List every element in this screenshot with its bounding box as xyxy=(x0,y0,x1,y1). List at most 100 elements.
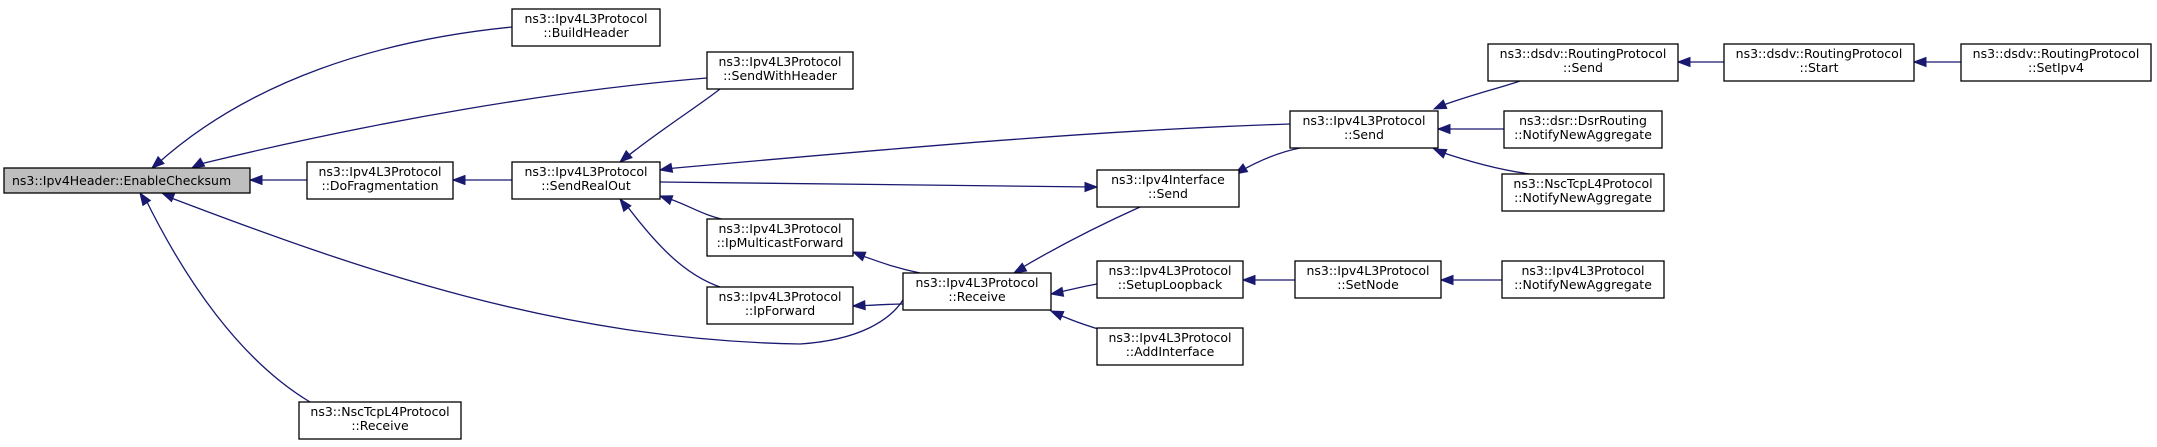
edge-receive-to-ipv4interface-send xyxy=(1012,206,1141,274)
node-label-line-1: ns3::Ipv4L3Protocol xyxy=(318,164,441,179)
node-label-line-1: ns3::NscTcpL4Protocol xyxy=(1513,176,1652,191)
arrowhead xyxy=(851,300,866,311)
node-dsr-notify[interactable]: ns3::dsr::DsrRouting::NotifyNewAggregate xyxy=(1503,110,1663,149)
node-box[interactable] xyxy=(1960,43,2152,82)
node-box[interactable] xyxy=(298,401,462,440)
node-label-line-2: ::NotifyNewAggregate xyxy=(1514,127,1652,142)
node-ipv4interface-send[interactable]: ns3::Ipv4Interface::Send xyxy=(1096,169,1240,208)
node-build-header[interactable]: ns3::Ipv4L3Protocol::BuildHeader xyxy=(511,8,661,47)
arrowhead xyxy=(1049,310,1065,321)
edge-ip-forward-to-send-real-out xyxy=(619,197,731,291)
node-send-real-out[interactable]: ns3::Ipv4L3Protocol::SendRealOut xyxy=(511,161,661,200)
arrowhead xyxy=(618,149,633,163)
edge-line xyxy=(663,196,731,222)
edge-do-fragmentation-to-enable-checksum xyxy=(248,174,307,186)
node-set-node[interactable]: ns3::Ipv4L3Protocol::SetNode xyxy=(1294,260,1442,299)
node-box[interactable] xyxy=(706,218,854,257)
arrowhead xyxy=(1432,99,1448,110)
node-receive[interactable]: ns3::Ipv4L3Protocol::Receive xyxy=(902,272,1052,311)
edge-send-with-header-to-send-real-out xyxy=(618,88,721,163)
node-dsdv-setipv4[interactable]: ns3::dsdv::RoutingProtocol::SetIpv4 xyxy=(1960,43,2152,82)
node-label-line-1: ns3::dsdv::RoutingProtocol xyxy=(1973,46,2140,61)
node-box[interactable] xyxy=(1503,110,1663,149)
node-label-line-2: ::Send xyxy=(1148,186,1188,201)
node-label-line-1: ns3::dsdv::RoutingProtocol xyxy=(1500,46,1667,61)
node-enable-checksum[interactable]: ns3::Ipv4Header::EnableChecksum xyxy=(3,167,251,194)
edge-dsdv-setipv4-to-dsdv-start xyxy=(1912,56,1961,68)
node-dsdv-start[interactable]: ns3::dsdv::RoutingProtocol::Start xyxy=(1723,43,1915,82)
edges xyxy=(139,26,1961,403)
node-box[interactable] xyxy=(1096,260,1244,299)
node-box[interactable] xyxy=(1096,169,1240,208)
edge-line xyxy=(1437,150,1531,175)
node-setup-loopback[interactable]: ns3::Ipv4L3Protocol::SetupLoopback xyxy=(1096,260,1244,299)
node-nsc-tcp-receive[interactable]: ns3::NscTcpL4Protocol::Receive xyxy=(298,401,462,440)
node-label-line-2: ::SendRealOut xyxy=(541,178,631,193)
node-box[interactable] xyxy=(706,51,854,90)
edge-nsc-notify-to-l3-send xyxy=(1432,148,1531,175)
edge-line xyxy=(1017,206,1141,271)
node-box[interactable] xyxy=(1501,260,1665,299)
node-box[interactable] xyxy=(1294,260,1442,299)
node-label-line-2: ::Send xyxy=(1563,60,1603,75)
nodes: ns3::Ipv4Header::EnableChecksumns3::Ipv4… xyxy=(3,8,2152,440)
arrowhead xyxy=(160,192,176,203)
node-box[interactable] xyxy=(706,286,854,325)
node-ip-multicast-forward[interactable]: ns3::Ipv4L3Protocol::IpMulticastForward xyxy=(706,218,854,257)
node-label-line-1: ns3::Ipv4L3Protocol xyxy=(718,54,841,69)
node-box[interactable] xyxy=(1096,327,1244,366)
node-label-line-1: ns3::Ipv4L3Protocol xyxy=(1306,263,1429,278)
arrowhead xyxy=(1432,148,1448,159)
edge-line xyxy=(1437,80,1521,108)
node-label-line-2: ::SetNode xyxy=(1337,277,1399,292)
arrowhead xyxy=(658,195,674,206)
edge-dsdv-send-to-l3-send xyxy=(1432,80,1521,110)
node-label-line-2: ::DoFragmentation xyxy=(321,178,438,193)
node-box[interactable] xyxy=(511,161,661,200)
node-label-line-2: ::NotifyNewAggregate xyxy=(1514,277,1652,292)
arrowhead xyxy=(451,174,466,186)
edge-ipv4-notify-to-set-node xyxy=(1439,274,1502,286)
edge-line xyxy=(155,26,513,166)
arrowhead xyxy=(1439,274,1454,286)
node-label-line-1: ns3::Ipv4Header::EnableChecksum xyxy=(12,173,231,188)
arrowhead xyxy=(1676,56,1691,68)
edge-line xyxy=(663,123,1291,170)
edge-line xyxy=(659,181,1094,188)
node-box[interactable] xyxy=(1723,43,1915,82)
node-label-line-2: ::Receive xyxy=(351,418,409,433)
edge-send-with-header-to-enable-checksum xyxy=(190,77,708,169)
node-label-line-1: ns3::Ipv4L3Protocol xyxy=(524,11,647,26)
arrowhead xyxy=(190,157,206,169)
node-label-line-2: ::AddInterface xyxy=(1126,344,1215,359)
edge-line xyxy=(856,253,921,274)
edge-line xyxy=(623,88,721,160)
edge-set-node-to-setup-loopback xyxy=(1241,274,1295,286)
node-send-with-header[interactable]: ns3::Ipv4L3Protocol::SendWithHeader xyxy=(706,51,854,90)
node-l3-send[interactable]: ns3::Ipv4L3Protocol::Send xyxy=(1289,110,1439,149)
arrowhead xyxy=(139,191,152,207)
node-box[interactable] xyxy=(511,8,661,47)
node-box[interactable] xyxy=(1289,110,1439,149)
arrowhead xyxy=(851,251,867,262)
node-nsc-notify[interactable]: ns3::NscTcpL4Protocol::NotifyNewAggregat… xyxy=(1501,173,1665,212)
node-box[interactable] xyxy=(1487,43,1679,82)
edge-nsc-receive-to-enable-checksum xyxy=(139,191,311,403)
edge-receive-to-ip-forward xyxy=(851,300,904,311)
node-ipv4-notify[interactable]: ns3::Ipv4L3Protocol::NotifyNewAggregate xyxy=(1501,260,1665,299)
node-box[interactable] xyxy=(306,161,454,200)
arrowhead xyxy=(1241,274,1256,286)
edge-setup-loopback-to-receive xyxy=(1049,283,1098,297)
edge-dsdv-start-to-dsdv-send xyxy=(1676,56,1724,68)
edge-ip-multicast-forward-to-send-real-out xyxy=(658,195,731,222)
node-ip-forward[interactable]: ns3::Ipv4L3Protocol::IpForward xyxy=(706,286,854,325)
node-label-line-2: ::SendWithHeader xyxy=(723,68,838,83)
node-add-interface[interactable]: ns3::Ipv4L3Protocol::AddInterface xyxy=(1096,327,1244,366)
node-box[interactable] xyxy=(902,272,1052,311)
node-do-fragmentation[interactable]: ns3::Ipv4L3Protocol::DoFragmentation xyxy=(306,161,454,200)
node-dsdv-send[interactable]: ns3::dsdv::RoutingProtocol::Send xyxy=(1487,43,1679,82)
node-box[interactable] xyxy=(1501,173,1665,212)
edge-send-real-out-to-do-fragmentation xyxy=(451,174,512,186)
node-box[interactable] xyxy=(3,167,251,194)
